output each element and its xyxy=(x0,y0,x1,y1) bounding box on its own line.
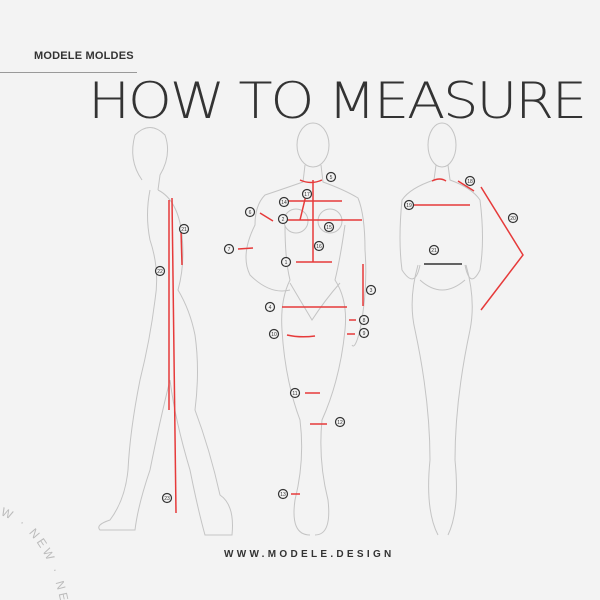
svg-text:4: 4 xyxy=(269,305,272,311)
marker-side-1: 21 xyxy=(178,223,190,235)
marker-front-10: 10 xyxy=(268,328,280,340)
marker-side-2: 22 xyxy=(154,265,166,277)
svg-text:22: 22 xyxy=(157,269,163,275)
marker-back-3: 20 xyxy=(507,212,519,224)
marker-front-7: 7 xyxy=(223,243,235,255)
marker-side-3: 23 xyxy=(161,492,173,504)
svg-text:10: 10 xyxy=(271,332,277,338)
svg-text:6: 6 xyxy=(249,210,252,216)
marker-front-17: 17 xyxy=(301,188,313,200)
svg-text:19: 19 xyxy=(406,203,412,209)
marker-front-2: 2 xyxy=(277,213,289,225)
svg-text:13: 13 xyxy=(280,492,286,498)
svg-text:3: 3 xyxy=(370,288,373,294)
back-figure xyxy=(399,122,483,536)
brand-label: MODELE MOLDES xyxy=(34,50,134,62)
svg-text:21: 21 xyxy=(431,248,437,254)
svg-text:5: 5 xyxy=(330,175,333,181)
svg-text:8: 8 xyxy=(363,318,366,324)
svg-text:11: 11 xyxy=(292,391,297,397)
marker-front-12: 12 xyxy=(334,416,346,428)
svg-text:18: 18 xyxy=(467,179,473,185)
measurement-lines xyxy=(168,178,524,514)
svg-text:17: 17 xyxy=(304,192,310,198)
side-figure xyxy=(98,127,233,536)
svg-text:16: 16 xyxy=(316,244,322,250)
svg-text:9: 9 xyxy=(363,331,366,337)
marker-back-1: 18 xyxy=(464,175,476,187)
marker-back-2: 19 xyxy=(403,199,415,211)
marker-front-16: 16 xyxy=(313,240,325,252)
marker-front-3: 3 xyxy=(365,284,377,296)
marker-front-1: 1 xyxy=(280,256,292,268)
page-title: HOW TO MEASURE xyxy=(88,72,587,130)
marker-back-4: 21 xyxy=(428,244,440,256)
marker-front-11: 11 xyxy=(289,387,301,399)
marker-front-15: 15 xyxy=(323,221,335,233)
svg-text:7: 7 xyxy=(228,247,231,253)
marker-front-14: 14 xyxy=(278,196,290,208)
marker-front-4: 4 xyxy=(264,301,276,313)
website-url[interactable]: WWW.MODELE.DESIGN xyxy=(224,549,395,560)
curved-watermark: W · NEW · NEW · NE xyxy=(0,0,72,600)
marker-front-8: 8 xyxy=(358,314,370,326)
svg-text:15: 15 xyxy=(326,225,332,231)
marker-front-9: 9 xyxy=(358,327,370,339)
svg-text:20: 20 xyxy=(510,216,516,222)
front-figure xyxy=(245,122,367,536)
svg-text:14: 14 xyxy=(281,200,287,206)
svg-text:21: 21 xyxy=(181,227,187,233)
marker-front-6: 6 xyxy=(244,206,256,218)
divider xyxy=(0,72,137,73)
svg-text:2: 2 xyxy=(282,217,285,223)
marker-front-13: 13 xyxy=(277,488,289,500)
marker-front-5: 5 xyxy=(325,171,337,183)
svg-text:12: 12 xyxy=(337,420,343,426)
svg-text:1: 1 xyxy=(285,260,288,266)
svg-text:23: 23 xyxy=(164,496,170,502)
